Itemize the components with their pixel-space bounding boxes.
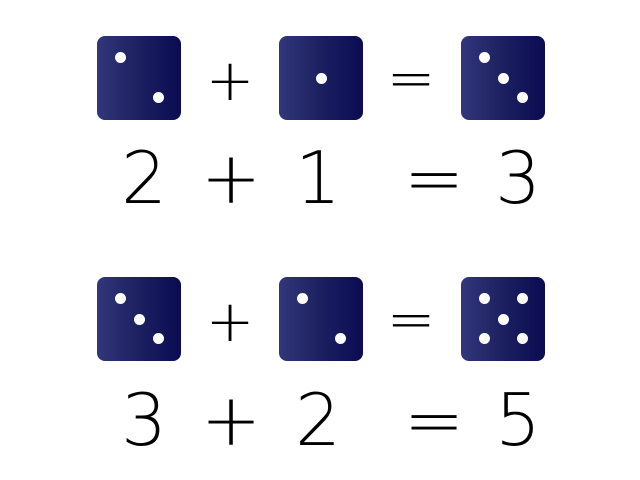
die-pip bbox=[517, 92, 528, 103]
die-pip bbox=[335, 333, 346, 344]
die-pip bbox=[316, 73, 327, 84]
die-pip bbox=[153, 333, 164, 344]
number-row1-first: 2 bbox=[121, 136, 167, 220]
die-pip bbox=[498, 73, 509, 84]
die-pip bbox=[479, 52, 490, 63]
die-pip bbox=[517, 293, 528, 304]
equals-sign-row2-numbers: = bbox=[403, 378, 465, 462]
die-pip bbox=[115, 52, 126, 63]
equals-sign-row1-numbers: = bbox=[403, 136, 465, 220]
plus-sign-row2-numbers: + bbox=[200, 378, 262, 462]
number-row2-first: 3 bbox=[121, 378, 167, 462]
number-row1-result: 3 bbox=[495, 136, 541, 220]
die-row1-middle bbox=[279, 36, 363, 120]
die-pip bbox=[479, 293, 490, 304]
number-row1-second: 1 bbox=[295, 136, 341, 220]
plus-sign-row1-dice: + bbox=[205, 46, 255, 114]
number-row2-second: 2 bbox=[295, 378, 341, 462]
die-pip bbox=[498, 314, 509, 325]
die-row1-right bbox=[461, 36, 545, 120]
die-pip bbox=[134, 314, 145, 325]
die-row2-left bbox=[97, 277, 181, 361]
die-pip bbox=[479, 333, 490, 344]
die-row2-right bbox=[461, 277, 545, 361]
die-row1-left bbox=[97, 36, 181, 120]
equals-sign-row1-dice: = bbox=[386, 44, 436, 112]
equals-sign-row2-dice: = bbox=[386, 285, 436, 353]
die-pip bbox=[115, 293, 126, 304]
die-pip bbox=[297, 293, 308, 304]
die-pip bbox=[153, 92, 164, 103]
number-row2-result: 5 bbox=[495, 378, 541, 462]
die-row2-middle bbox=[279, 277, 363, 361]
die-pip bbox=[517, 333, 528, 344]
plus-sign-row2-dice: + bbox=[205, 287, 255, 355]
plus-sign-row1-numbers: + bbox=[200, 136, 262, 220]
